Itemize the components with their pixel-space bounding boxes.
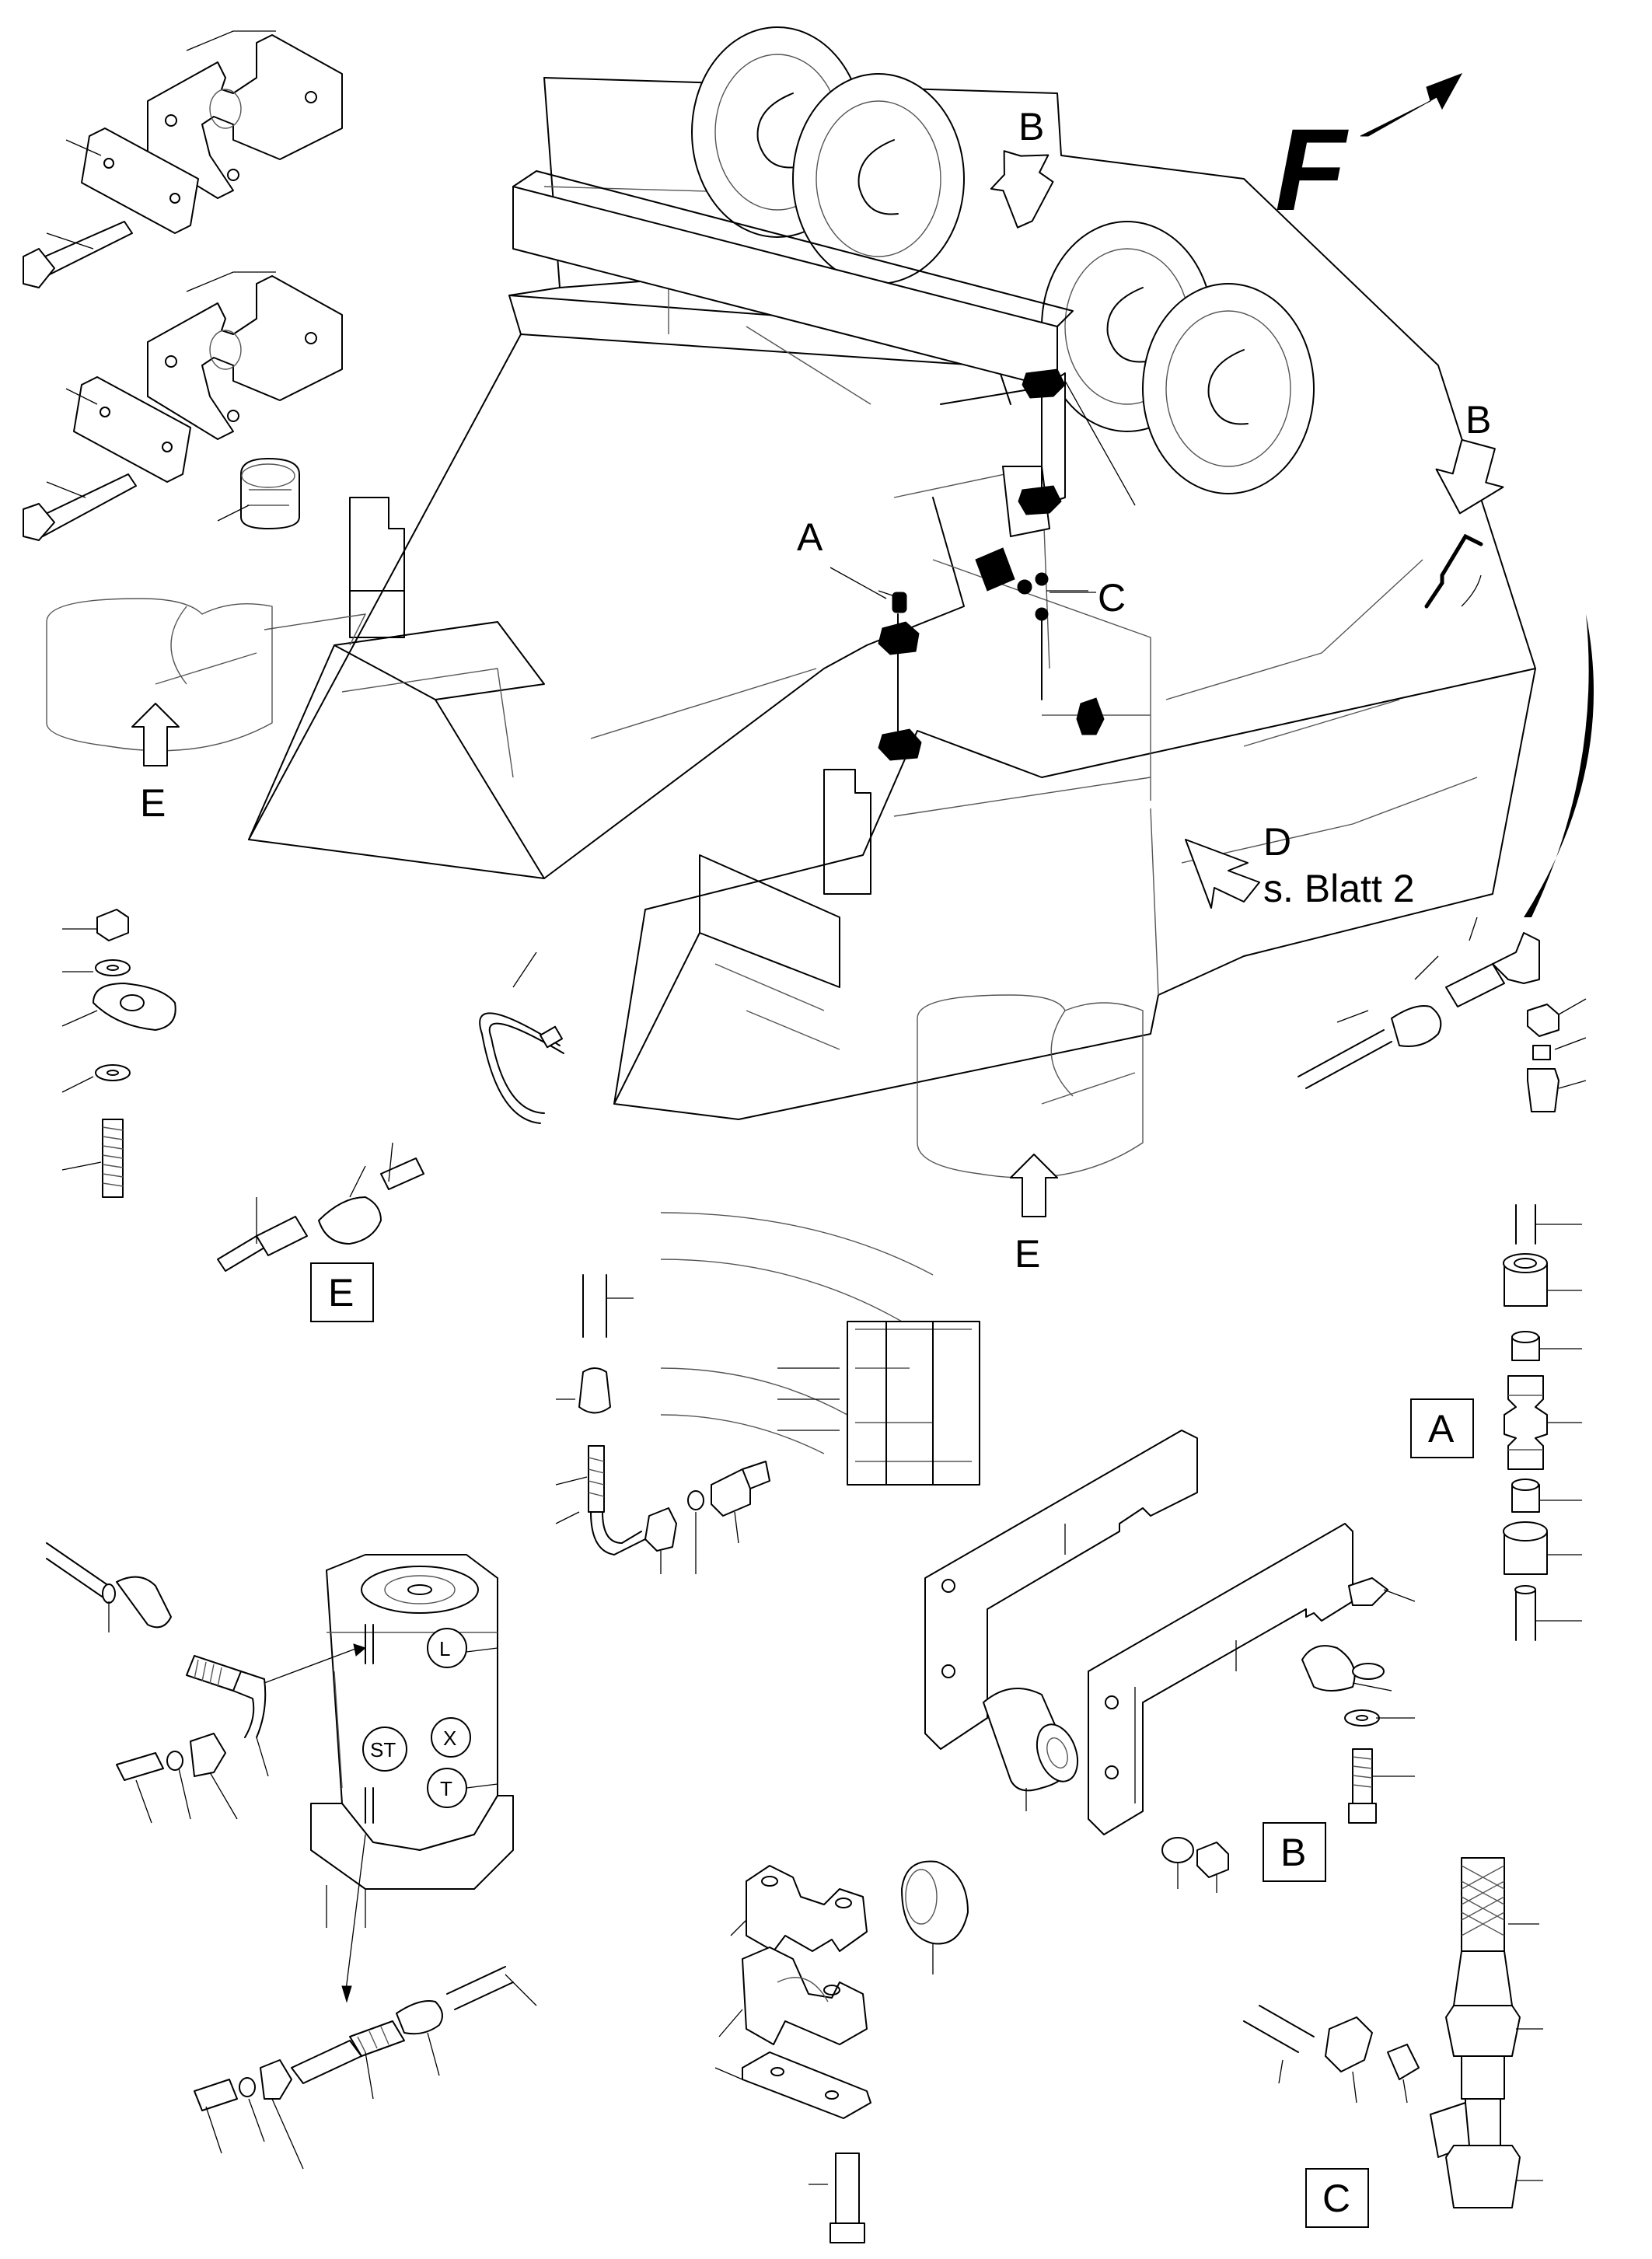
port-st-label: ST bbox=[370, 1738, 396, 1761]
view-arrow-b-right bbox=[1435, 438, 1504, 515]
rotary-joint-hose-upper bbox=[46, 1542, 367, 1824]
slewing-ring-section bbox=[660, 1212, 980, 1486]
detail-box-c-label: C bbox=[1322, 2177, 1350, 2220]
hydraulic-fittings bbox=[878, 368, 1136, 761]
label-a: A bbox=[797, 515, 823, 559]
label-b-top: B bbox=[1018, 105, 1044, 148]
view-arrow-e-center bbox=[1010, 1154, 1058, 1217]
detail-a-fitting-stack bbox=[1503, 1204, 1582, 1641]
svg-text:F: F bbox=[1275, 104, 1349, 235]
detail-box-e-label: E bbox=[328, 1271, 354, 1315]
detail-box-e: E bbox=[310, 1262, 374, 1322]
hose-clamp-hardware-stack bbox=[61, 909, 176, 1198]
detail-box-b: B bbox=[1263, 1822, 1326, 1882]
label-a-leader bbox=[829, 567, 887, 599]
rotary-joint-hose-lower bbox=[194, 1834, 537, 2170]
cable-tie bbox=[479, 951, 564, 1124]
view-arrow-d bbox=[1185, 839, 1260, 909]
label-d: D bbox=[1263, 820, 1291, 864]
label-e-center: E bbox=[1015, 1232, 1040, 1276]
clamp-set-upper bbox=[23, 30, 343, 288]
detail-box-a: A bbox=[1410, 1398, 1474, 1458]
label-b-right: B bbox=[1465, 398, 1491, 442]
detail-c-hose-fitting bbox=[1243, 1857, 1543, 2208]
port-marker-st bbox=[362, 1727, 407, 1772]
detail-box-a-label: A bbox=[1428, 1407, 1455, 1451]
detail-box-c: C bbox=[1305, 2168, 1369, 2228]
port-marker-l bbox=[427, 1628, 467, 1668]
front-direction-marker: F bbox=[1275, 73, 1463, 235]
label-e-left: E bbox=[140, 781, 166, 825]
view-arrow-e-left bbox=[131, 703, 180, 766]
pipe-line-right bbox=[1524, 614, 1594, 917]
detail-box-b-label: B bbox=[1280, 1831, 1306, 1874]
detail-e-connector bbox=[217, 1142, 424, 1272]
detail-a-connector-top bbox=[1298, 917, 1587, 1112]
boom-frame bbox=[46, 77, 1536, 1178]
port-t-label: T bbox=[440, 1777, 452, 1800]
pipe-bracket-b bbox=[1424, 533, 1483, 609]
pulley-wheel-4 bbox=[1142, 283, 1315, 494]
center-hose-fitting bbox=[555, 1274, 770, 1574]
port-x-label: X bbox=[443, 1727, 456, 1750]
clamp-set-bottom bbox=[714, 1860, 969, 2243]
pulley-wheel-2 bbox=[792, 73, 965, 285]
port-l-label: L bbox=[439, 1637, 450, 1660]
detail-b-brackets bbox=[924, 1430, 1416, 1893]
rotary-joint: L X ST T bbox=[310, 1554, 514, 1928]
port-marker-x bbox=[431, 1717, 471, 1758]
view-arrow-b-top bbox=[990, 150, 1054, 229]
label-c: C bbox=[1098, 576, 1126, 620]
clamp-set-lower bbox=[23, 271, 343, 541]
label-blatt-2: s. Blatt 2 bbox=[1263, 867, 1415, 910]
